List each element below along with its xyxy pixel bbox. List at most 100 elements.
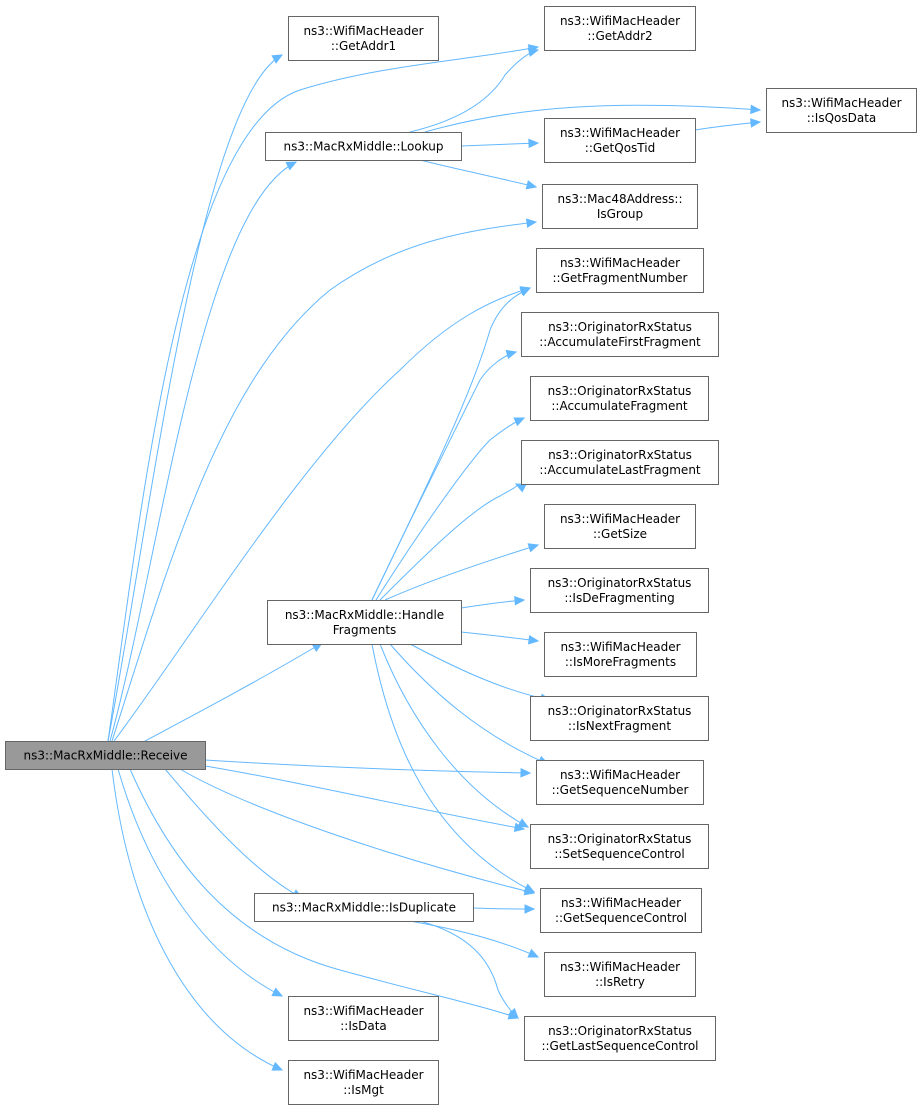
edge-line: [144, 642, 323, 742]
node-label: ::IsRetry: [595, 975, 645, 989]
node-box: [536, 248, 704, 293]
edge-isduplicate-to-getseqctrl: [472, 904, 536, 914]
arrowhead-icon: [271, 987, 284, 997]
edge-handlefragments-to-getseqnum: [389, 643, 550, 765]
node-getseqctrl[interactable]: ns3::WifiMacHeader::GetSequenceControl: [540, 888, 702, 933]
node-isdata[interactable]: ns3::WifiMacHeader::IsData: [288, 996, 439, 1041]
node-label: ::AccumulateFirstFragment: [539, 335, 701, 349]
node-getaddr2[interactable]: ns3::WifiMacHeader::GetAddr2: [544, 6, 696, 51]
node-getqostid[interactable]: ns3::WifiMacHeader::GetQosTid: [544, 118, 696, 163]
node-label: ::IsDeFragmenting: [564, 591, 674, 605]
edge-line: [375, 417, 525, 601]
node-ismgt[interactable]: ns3::WifiMacHeader::IsMgt: [288, 1060, 439, 1105]
node-box: [288, 16, 439, 61]
node-box: [530, 568, 709, 613]
node-label: ns3::WifiMacHeader: [560, 126, 680, 140]
edge-line: [424, 104, 761, 133]
edge-line: [460, 631, 539, 642]
node-box: [524, 1016, 716, 1061]
node-label: ::IsMoreFragments: [565, 655, 676, 669]
node-label: ns3::MacRxMiddle::IsDuplicate: [272, 901, 456, 915]
node-box: [536, 760, 704, 805]
edge-receive-to-isgroup: [111, 218, 538, 742]
node-label: ns3::WifiMacHeader: [560, 256, 680, 270]
edge-receive-to-handlefragments: [144, 642, 324, 742]
node-label: ns3::OriginatorRxStatus: [548, 448, 692, 462]
edge-handlefragments-to-getseqctrl: [371, 643, 536, 893]
node-getfragmentnumber[interactable]: ns3::WifiMacHeader::GetFragmentNumber: [536, 248, 704, 293]
node-label: ns3::MacRxMiddle::Handle: [285, 608, 444, 622]
edge-receive-to-getaddr1: [107, 54, 284, 742]
node-setseqctrl[interactable]: ns3::OriginatorRxStatus::SetSequenceCont…: [530, 824, 709, 869]
node-accfirst[interactable]: ns3::OriginatorRxStatus::AccumulateFirst…: [521, 312, 719, 357]
edge-line: [179, 768, 535, 894]
node-box: [542, 184, 698, 229]
edge-handlefragments-to-setseqctrl: [379, 643, 530, 828]
node-label: IsGroup: [597, 207, 643, 221]
node-label: ::IsMgt: [343, 1083, 384, 1097]
node-label: ns3::MacRxMiddle::Lookup: [283, 140, 443, 154]
node-lookup[interactable]: ns3::MacRxMiddle::Lookup: [265, 132, 462, 161]
node-acclast[interactable]: ns3::OriginatorRxStatus::AccumulateLastF…: [521, 440, 719, 485]
node-label: ns3::WifiMacHeader: [560, 640, 680, 654]
node-isduplicate[interactable]: ns3::MacRxMiddle::IsDuplicate: [254, 893, 474, 922]
node-label: ::IsQosData: [807, 111, 877, 125]
node-accfrag[interactable]: ns3::OriginatorRxStatus::AccumulateFragm…: [530, 376, 709, 421]
edge-handlefragments-to-accfirst: [371, 349, 518, 601]
node-box: [521, 312, 719, 357]
edge-isduplicate-to-isretry: [409, 920, 540, 958]
edge-line: [379, 483, 518, 601]
edge-line: [384, 544, 539, 601]
node-label: ::SetSequenceControl: [554, 847, 684, 861]
node-label: ::AccumulateFragment: [551, 399, 688, 413]
node-label: ::GetSize: [593, 527, 647, 541]
arrowhead-icon: [525, 218, 538, 228]
node-isdefrag[interactable]: ns3::OriginatorRxStatus::IsDeFragmenting: [530, 568, 709, 613]
node-label: ns3::WifiMacHeader: [560, 14, 680, 28]
node-isgroup[interactable]: ns3::Mac48Address::IsGroup: [542, 184, 698, 229]
node-box: [267, 600, 462, 645]
node-label: ns3::OriginatorRxStatus: [548, 384, 692, 398]
edge-line: [694, 121, 761, 131]
node-isretry[interactable]: ns3::WifiMacHeader::IsRetry: [544, 952, 696, 997]
arrowhead-icon: [514, 483, 527, 493]
node-label: ::GetAddr2: [587, 29, 652, 43]
arrowhead-icon: [527, 635, 540, 645]
node-label: ::GetSequenceNumber: [552, 783, 689, 797]
node-getaddr1[interactable]: ns3::WifiMacHeader::GetAddr1: [288, 16, 439, 61]
arrowhead-icon: [271, 54, 284, 64]
node-getsize[interactable]: ns3::WifiMacHeader::GetSize: [544, 504, 696, 549]
node-label: ns3::WifiMacHeader: [303, 24, 423, 38]
node-label: ::AccumulateLastFragment: [539, 463, 701, 477]
edge-line: [129, 768, 519, 1019]
arrowhead-icon: [285, 161, 298, 171]
node-box: [288, 1060, 439, 1105]
edge-handlefragments-to-getsize: [384, 543, 540, 601]
edge-line: [107, 54, 283, 742]
node-getseqnum[interactable]: ns3::WifiMacHeader::GetSequenceNumber: [536, 760, 704, 805]
arrowhead-icon: [750, 104, 762, 115]
node-label: ns3::WifiMacHeader: [560, 768, 680, 782]
arrowhead-icon: [528, 138, 540, 149]
edge-lookup-to-isqosdata: [424, 104, 762, 133]
node-box: [544, 632, 697, 677]
node-receive[interactable]: ns3::MacRxMiddle::Receive: [5, 741, 206, 770]
node-ismorefrag[interactable]: ns3::WifiMacHeader::IsMoreFragments: [544, 632, 697, 677]
arrowhead-icon: [524, 904, 536, 914]
edge-lookup-to-isgroup: [419, 159, 538, 190]
edge-line: [109, 161, 297, 742]
arrowhead-icon: [527, 543, 540, 553]
node-box: [544, 952, 696, 997]
node-label: ns3::OriginatorRxStatus: [548, 1024, 692, 1038]
node-isqosdata[interactable]: ns3::WifiMacHeader::IsQosData: [766, 88, 917, 133]
node-label: ns3::OriginatorRxStatus: [548, 320, 692, 334]
nodes-layer: ns3::MacRxMiddle::Receivens3::WifiMacHea…: [5, 6, 917, 1105]
node-label: ::IsNextFragment: [568, 719, 671, 733]
edge-receive-to-setseqctrl: [204, 765, 526, 832]
edge-receive-to-isdata: [117, 768, 284, 997]
edge-line: [371, 287, 531, 601]
node-isnextfrag[interactable]: ns3::OriginatorRxStatus::IsNextFragment: [530, 696, 709, 741]
node-getlastseqctrl[interactable]: ns3::OriginatorRxStatus::GetLastSequence…: [524, 1016, 716, 1061]
